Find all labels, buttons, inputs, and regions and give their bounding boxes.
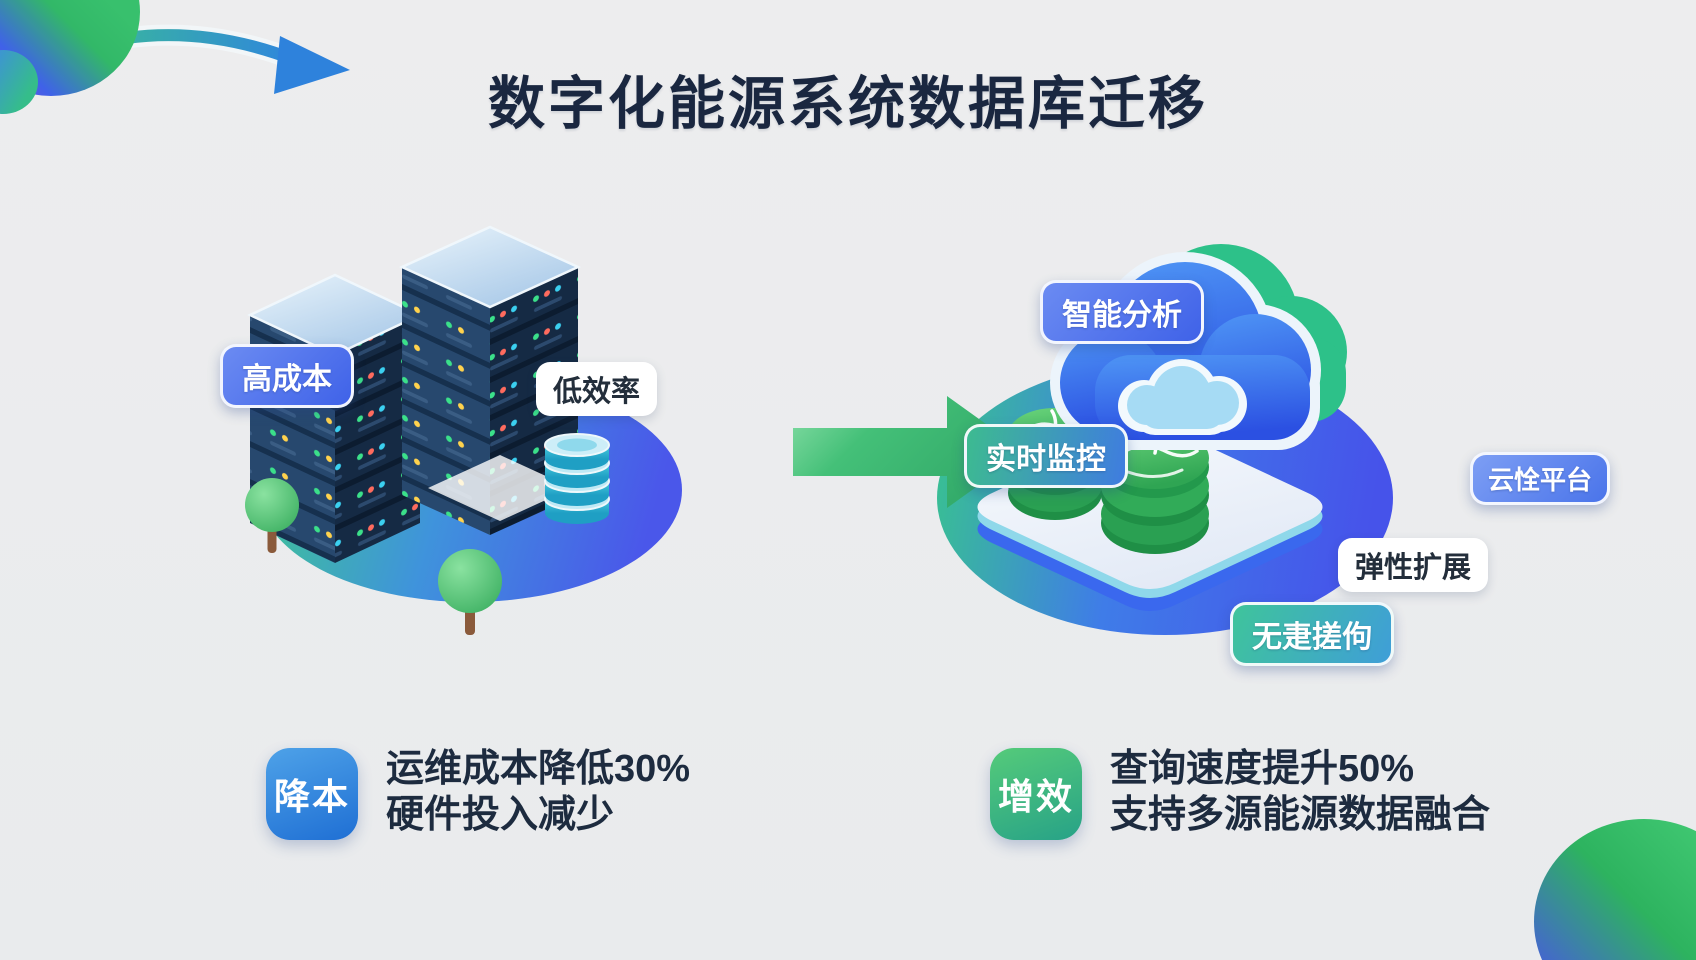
label-text: 弹性扩展 bbox=[1355, 552, 1472, 584]
label-high-cost: 高成本 bbox=[220, 344, 354, 408]
tree-icon-left bbox=[245, 478, 299, 553]
label-realtime-monitor: 实时监控 bbox=[964, 424, 1128, 488]
label-text: 低效率 bbox=[553, 376, 641, 408]
label-cloud-platform: 云恮平台 bbox=[1470, 452, 1611, 505]
label-text: 高成本 bbox=[242, 363, 332, 396]
cloud-icon bbox=[1050, 244, 1347, 450]
efficiency-gain-badge: 增效 bbox=[990, 748, 1082, 840]
benefit-line: 查询速度提升50% bbox=[1110, 748, 1415, 790]
label-text: 实时监控 bbox=[986, 443, 1106, 476]
cost-reduction-text: 运维成本降低30% 硬件投入减少 bbox=[386, 746, 690, 839]
label-elastic-scale: 弹性扩展 bbox=[1338, 538, 1489, 592]
benefit-line: 支持多源能源数据融合 bbox=[1110, 794, 1491, 837]
database-cylinder-icon bbox=[544, 433, 610, 524]
tree-icon-right bbox=[438, 549, 502, 635]
label-text: 智能分析 bbox=[1062, 299, 1182, 332]
label-smart-analysis: 智能分析 bbox=[1040, 280, 1204, 344]
label-text: 无疌搓佝 bbox=[1252, 621, 1372, 654]
benefit-line: 硬件投入减少 bbox=[386, 794, 615, 837]
decor-circle-bottom-right bbox=[1534, 819, 1696, 960]
label-text: 云恮平台 bbox=[1488, 465, 1593, 495]
label-low-efficiency: 低效率 bbox=[536, 362, 658, 416]
efficiency-gain-text: 查询速度提升50% 支持多源能源数据融合 bbox=[1110, 746, 1490, 839]
platform-slab-small bbox=[428, 455, 572, 521]
page-title: 数字化能源系统数据库迁移 bbox=[488, 72, 1208, 136]
green-data-stack-right bbox=[1101, 427, 1209, 554]
badge-text: 增效 bbox=[997, 776, 1074, 817]
cost-reduction-badge: 降本 bbox=[266, 748, 358, 840]
server-room-illustration bbox=[245, 225, 682, 635]
label-seamless-migration: 无疌搓佝 bbox=[1230, 602, 1394, 666]
benefit-line: 运维成本降低30% bbox=[386, 748, 691, 790]
badge-text: 降本 bbox=[273, 776, 350, 817]
